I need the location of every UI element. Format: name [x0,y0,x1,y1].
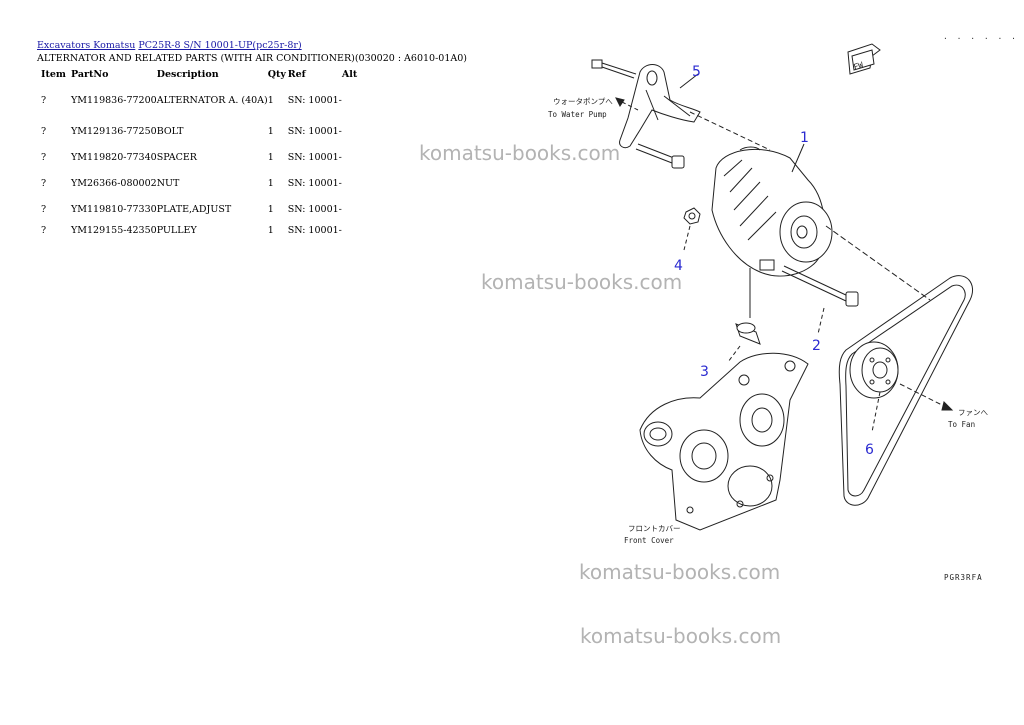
alternator-icon [711,146,833,277]
table-row: ? YM129155-42350 PULLEY 1 SN: 10001- [37,222,372,238]
cell-description: ALTERNATOR A. (40A) [156,94,268,106]
cell-item: ? [41,203,47,215]
cell-qty: 1 [267,151,274,163]
callout-5: 5 [692,64,701,80]
callout-3: 3 [700,364,709,380]
fan-pulley-icon [849,341,899,399]
cell-alt [342,118,372,144]
cell-description: PLATE,ADJUST [156,203,232,215]
cell-partno: YM119810-77330 [71,203,157,215]
corner-dots: · · · · · · [943,34,1018,43]
cell-partno: YM129155-42350 [71,224,157,236]
cell-ref: SN: 10001- [287,125,342,137]
cell-ref: SN: 10001- [287,94,342,106]
cell-item: ? [41,177,47,189]
cell-item: ? [41,125,47,137]
cell-alt [342,196,372,222]
cell-item: ? [41,94,47,106]
page-title: ALTERNATOR AND RELATED PARTS (WITH AIR C… [37,53,467,64]
cell-alt [342,144,372,170]
cell-alt [342,170,372,196]
cell-description: NUT [156,177,180,189]
callout-2: 2 [812,338,821,354]
cell-ref: SN: 10001- [287,203,342,215]
watermark: komatsu-books.com [481,270,683,294]
water-pump-en-label: To Water Pump [548,110,607,119]
fw-label: FW [852,60,864,72]
cell-alt [342,222,372,238]
cell-partno: YM119820-77340 [71,151,157,163]
cell-item: ? [41,151,47,163]
watermark: komatsu-books.com [579,560,781,584]
table-row: ? YM119820-77340 SPACER 1 SN: 10001- [37,144,372,170]
table-row: ? YM119810-77330 PLATE,ADJUST 1 SN: 1000… [37,196,372,222]
table-row: ? YM129136-77250 BOLT 1 SN: 10001- [37,118,372,144]
nut-icon [683,207,701,225]
col-header-qty: Qty [267,68,286,80]
cell-qty: 1 [267,224,274,236]
cell-partno: YM129136-77250 [71,125,157,137]
col-header-item: Item [41,68,66,80]
cell-description: SPACER [156,151,197,163]
breadcrumb-home-link[interactable]: Excavators Komatsu [37,40,136,51]
cell-ref: SN: 10001- [287,151,342,163]
spacer-icon [735,268,761,345]
table-row: ? YM26366-080002 NUT 1 SN: 10001- [37,170,372,196]
watermark: komatsu-books.com [419,141,621,165]
cell-partno: YM119836-77200 [71,94,157,106]
fw-direction-icon [847,43,881,75]
bolt-top-icon [591,59,637,79]
cell-ref: SN: 10001- [287,224,342,236]
cell-description: PULLEY [156,224,197,236]
col-header-alt: Alt [341,68,358,80]
table-header-row: Item PartNo Description Qty Ref Alt [37,66,372,82]
cell-ref: SN: 10001- [287,177,342,189]
callout-1: 1 [800,130,809,146]
col-header-ref: Ref [287,68,306,80]
col-header-partno: PartNo [71,68,109,80]
cell-description: BOLT [156,125,184,137]
cell-qty: 1 [267,94,274,106]
col-header-description: Description [156,68,219,80]
callout-4: 4 [674,258,683,274]
cell-qty: 1 [267,203,274,215]
long-bolt-icon [781,265,859,307]
cell-partno: YM26366-080002 [71,177,157,189]
parts-diagram: 1 2 3 4 5 6 ウォータポンプへ To Water Pump ファンへ … [548,43,988,582]
fan-jp-label: ファンへ [958,408,988,417]
sheet-code: PGR3RFA [944,573,983,582]
front-cover-en-label: Front Cover [624,536,674,545]
watermark: komatsu-books.com [580,624,782,648]
fan-en-label: To Fan [948,420,975,429]
table-row: ? YM119836-77200 ALTERNATOR A. (40A) 1 S… [37,82,372,118]
parts-table: Item PartNo Description Qty Ref Alt ? YM… [37,66,372,238]
front-cover-icon [639,352,809,531]
cell-qty: 1 [267,125,274,137]
adjust-plate-icon [619,64,701,149]
breadcrumb-model-link[interactable]: PC25R-8 S/N 10001-UP(pc25r-8r) [138,40,302,51]
cell-item: ? [41,224,47,236]
front-cover-jp-label: フロントカバー [628,524,681,533]
callout-6: 6 [865,442,874,458]
v-belt-icon [838,275,973,506]
cell-qty: 1 [267,177,274,189]
water-pump-jp-label: ウォータポンプへ [553,97,613,106]
bolt-middle-icon [635,143,685,169]
cell-alt [342,82,372,118]
breadcrumb: Excavators Komatsu PC25R-8 S/N 10001-UP(… [37,40,302,51]
